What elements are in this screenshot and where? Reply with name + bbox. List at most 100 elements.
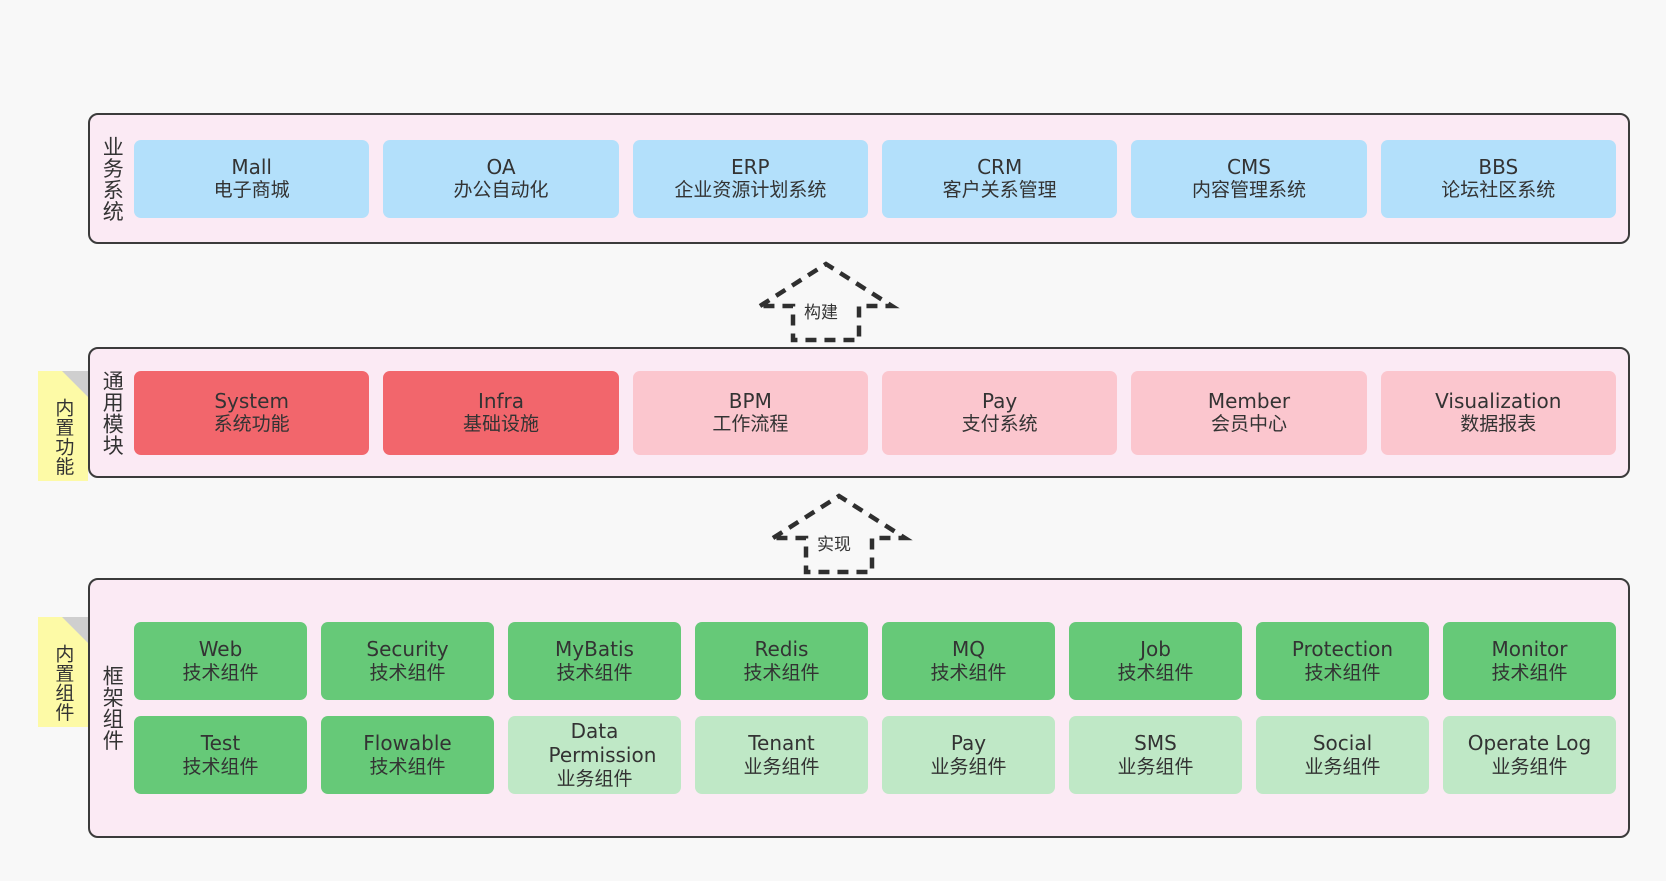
node-protection[interactable]: Protection 技术组件: [1256, 622, 1429, 700]
node-subtitle: 业务组件: [743, 755, 820, 778]
node-cms[interactable]: CMS 内容管理系统: [1131, 139, 1367, 218]
node-subtitle: 技术组件: [369, 661, 446, 684]
node-subtitle: 客户关系管理: [942, 179, 1057, 202]
node-job[interactable]: Job 技术组件: [1069, 622, 1242, 700]
layer-label-common-modules: 通用模块: [100, 369, 125, 456]
node-title: Pay: [950, 731, 987, 756]
node-subtitle: 工作流程: [712, 413, 789, 436]
node-title: OA: [486, 154, 516, 179]
connector-implement: 实现: [765, 490, 918, 576]
layer-body-framework-components: Web 技术组件 Security 技术组件 MyBatis 技术组件 Redi…: [134, 580, 1628, 836]
layer-label-framework-components: 框架组件: [100, 665, 125, 751]
node-title: Pay: [982, 388, 1018, 413]
node-title: BBS: [1478, 154, 1519, 179]
layer-label-business-system: 业务系统: [100, 135, 125, 222]
node-title: Security: [366, 637, 449, 662]
layer-body-common-modules: System 系统功能 Infra 基础设施 BPM 工作流程 Pay 支付系统…: [134, 349, 1628, 476]
node-visualization[interactable]: Visualization 数据报表: [1380, 370, 1616, 455]
node-pay-component[interactable]: Pay 业务组件: [882, 716, 1055, 794]
node-monitor[interactable]: Monitor 技术组件: [1443, 622, 1616, 700]
connector-build-label: 构建: [804, 303, 838, 323]
layer-framework-components: 框架组件 Web 技术组件 Security 技术组件 MyBatis 技术组件…: [88, 578, 1630, 838]
node-member[interactable]: Member 会员中心: [1131, 370, 1367, 455]
node-title: System: [214, 388, 289, 413]
node-title: ERP: [731, 154, 770, 179]
node-subtitle: 支付系统: [961, 413, 1038, 436]
node-subtitle: 技术组件: [182, 755, 259, 778]
layer-common-modules: 通用模块 System 系统功能 Infra 基础设施 BPM 工作流程 Pay…: [88, 347, 1630, 478]
node-bbs[interactable]: BBS 论坛社区系统: [1380, 139, 1616, 218]
node-title: BPM: [728, 388, 772, 413]
node-mall[interactable]: Mall 电子商城: [134, 139, 370, 218]
node-pay-module[interactable]: Pay 支付系统: [881, 370, 1118, 455]
node-title: Tenant: [748, 731, 815, 756]
node-web[interactable]: Web 技术组件: [134, 622, 307, 700]
note-builtin-features: 内置功能: [38, 371, 88, 481]
connector-build: 构建: [752, 258, 905, 344]
node-infra[interactable]: Infra 基础设施: [383, 370, 619, 455]
node-title: Mall: [231, 154, 272, 179]
node-title: MQ: [952, 637, 985, 662]
node-subtitle: 技术组件: [1304, 661, 1381, 684]
node-oa[interactable]: OA 办公自动化: [383, 139, 619, 218]
node-subtitle: 业务组件: [556, 767, 633, 790]
node-redis[interactable]: Redis 技术组件: [695, 622, 868, 700]
node-title: Redis: [754, 637, 809, 662]
connector-implement-label: 实现: [817, 535, 851, 555]
node-title: Test: [200, 731, 241, 756]
layer-body-business-system: Mall 电子商城 OA 办公自动化 ERP 企业资源计划系统 CRM 客户关系…: [134, 115, 1628, 242]
node-subtitle: 业务组件: [930, 755, 1007, 778]
node-subtitle: 技术组件: [743, 661, 820, 684]
row-tech-components: Web 技术组件 Security 技术组件 MyBatis 技术组件 Redi…: [134, 622, 1616, 700]
node-bpm[interactable]: BPM 工作流程: [632, 370, 868, 455]
node-flowable[interactable]: Flowable 技术组件: [321, 716, 494, 794]
node-subtitle: 技术组件: [1117, 661, 1194, 684]
row-business: Mall 电子商城 OA 办公自动化 ERP 企业资源计划系统 CRM 客户关系…: [134, 139, 1616, 218]
node-subtitle: 会员中心: [1210, 413, 1287, 436]
node-sms[interactable]: SMS 业务组件: [1069, 716, 1242, 794]
node-subtitle: 业务组件: [1491, 755, 1568, 778]
node-title: Visualization: [1435, 388, 1562, 413]
node-mq[interactable]: MQ 技术组件: [882, 622, 1055, 700]
node-subtitle: 技术组件: [1491, 661, 1568, 684]
node-social[interactable]: Social 业务组件: [1256, 716, 1429, 794]
node-subtitle: 论坛社区系统: [1441, 179, 1556, 202]
node-erp[interactable]: ERP 企业资源计划系统: [632, 139, 868, 218]
node-title: MyBatis: [555, 637, 634, 662]
node-subtitle: 电子商城: [213, 179, 290, 202]
note-builtin-components-text: 内置组件: [52, 644, 75, 722]
node-mybatis[interactable]: MyBatis 技术组件: [508, 622, 681, 700]
node-title: Member: [1207, 388, 1291, 413]
node-subtitle: 办公自动化: [453, 179, 549, 202]
node-title: SMS: [1134, 731, 1177, 756]
node-subtitle: 技术组件: [930, 661, 1007, 684]
node-data-permission[interactable]: Data Permission 业务组件: [508, 716, 681, 794]
node-system[interactable]: System 系统功能: [134, 370, 370, 455]
node-subtitle: 业务组件: [1304, 755, 1381, 778]
node-subtitle: 业务组件: [1117, 755, 1194, 778]
node-title: Protection: [1291, 637, 1394, 662]
node-operate-log[interactable]: Operate Log 业务组件: [1443, 716, 1616, 794]
row-modules: System 系统功能 Infra 基础设施 BPM 工作流程 Pay 支付系统…: [134, 370, 1616, 455]
node-subtitle: 技术组件: [182, 661, 259, 684]
node-subtitle: 企业资源计划系统: [674, 179, 827, 202]
node-title: Data Permission: [548, 719, 657, 768]
node-title: Social: [1312, 731, 1373, 756]
node-title: Monitor: [1491, 637, 1568, 662]
node-title: Operate Log: [1467, 731, 1592, 756]
node-security[interactable]: Security 技术组件: [321, 622, 494, 700]
node-title: Flowable: [363, 731, 452, 756]
node-subtitle: 技术组件: [369, 755, 446, 778]
note-builtin-components: 内置组件: [38, 617, 88, 727]
node-crm[interactable]: CRM 客户关系管理: [881, 139, 1118, 218]
node-title: CRM: [977, 154, 1023, 179]
node-test[interactable]: Test 技术组件: [134, 716, 307, 794]
node-title: Infra: [477, 388, 525, 413]
node-subtitle: 内容管理系统: [1191, 179, 1306, 202]
node-title: Web: [198, 637, 243, 662]
node-tenant[interactable]: Tenant 业务组件: [695, 716, 868, 794]
row-business-components: Test 技术组件 Flowable 技术组件 Data Permission …: [134, 716, 1616, 794]
node-subtitle: 数据报表: [1460, 413, 1537, 436]
node-subtitle: 技术组件: [556, 661, 633, 684]
